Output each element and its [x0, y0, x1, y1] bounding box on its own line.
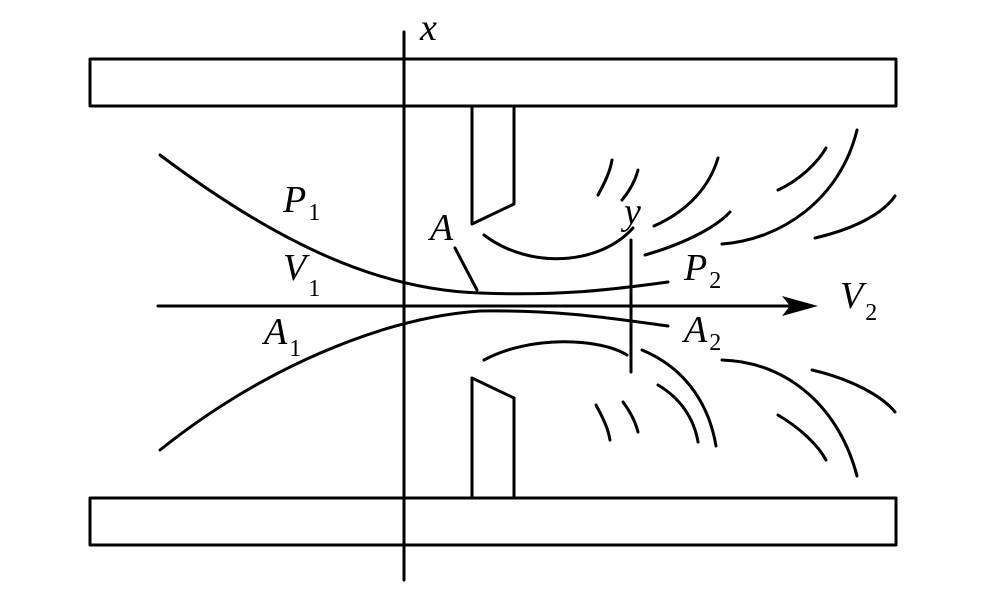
- v1-label: V1: [283, 247, 320, 302]
- p1-label: P1: [282, 179, 320, 226]
- lower-streamline: [158, 309, 670, 452]
- eddy-lower-6: [720, 358, 859, 478]
- p2-label: P2: [683, 247, 721, 294]
- eddy-upper-6: [720, 128, 859, 246]
- eddy-lower-2: [594, 403, 612, 442]
- flow-arrowhead: [782, 296, 818, 316]
- eddy-lower-1: [482, 340, 629, 362]
- point-a-leader: [453, 246, 479, 292]
- eddy-lower-5: [656, 383, 700, 444]
- eddy-upper-7: [776, 146, 828, 192]
- eddy-lower-8: [810, 368, 897, 414]
- eddy-upper-8: [813, 194, 897, 240]
- upper-streamline: [158, 153, 670, 296]
- eddy-upper-3: [620, 168, 640, 202]
- eddy-upper-2: [596, 158, 614, 197]
- point-a-label: A: [427, 207, 454, 249]
- orifice-plate-lower: [470, 376, 516, 500]
- v2-label: V2: [840, 275, 877, 326]
- x-axis-label: x: [419, 7, 437, 49]
- y-axis-label: y: [620, 191, 641, 233]
- eddy-lower-3: [621, 400, 640, 434]
- upper-pipe-wall: [88, 57, 898, 108]
- eddy-upper-5: [643, 210, 732, 257]
- eddy-upper-4: [652, 156, 720, 228]
- orifice-plate-upper: [470, 104, 516, 226]
- eddy-lower-4: [640, 348, 718, 448]
- a1-label: A1: [261, 311, 301, 362]
- eddy-upper-1: [482, 226, 635, 261]
- eddy-lower-7: [776, 413, 828, 462]
- a2-label: A2: [681, 309, 721, 356]
- lower-pipe-wall: [88, 496, 898, 547]
